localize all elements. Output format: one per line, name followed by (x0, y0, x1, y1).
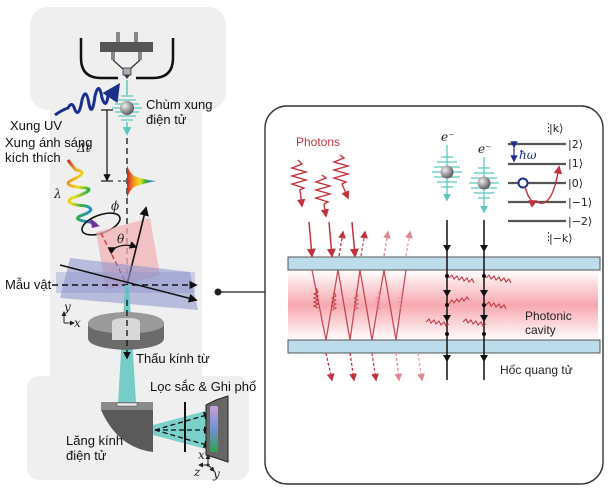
ket-2: |2⟩ (568, 138, 583, 151)
ellipsis-bottom: ⋮ (543, 230, 554, 243)
electron2-label: e⁻ (478, 142, 491, 156)
electron-trajectories (443, 220, 488, 380)
ket-minus-2: |−2⟩ (568, 215, 592, 228)
photons-label: Photons (296, 135, 340, 149)
prism-label-2: điện tử (66, 448, 107, 463)
zoom-connector (214, 288, 265, 296)
photon-wavepackets (289, 154, 351, 218)
hbar-omega-label: ħω (519, 148, 537, 162)
excitation-label-1: Xung ánh sáng (5, 135, 92, 150)
ket-1: |1⟩ (568, 157, 583, 170)
magnetic-lens-icon (88, 312, 164, 350)
ket-k: |k⟩ (549, 122, 563, 135)
right-panel: Photons e⁻ e⁻ ⋮ ⋮ (264, 105, 604, 485)
electron-pulse-label-2: điện tử (146, 112, 187, 127)
det-axis-x-label: x (198, 448, 205, 462)
ket-minus-1: |−1⟩ (568, 196, 592, 209)
theta-label: θ (117, 232, 125, 246)
incident-photon-arrows (306, 221, 359, 258)
cavity-photon-bounces (311, 269, 407, 341)
sample-label: Mẫu vật (5, 277, 52, 292)
excitation-pulse-icon (66, 159, 97, 226)
cavity-label-2: cavity (525, 323, 556, 337)
energy-ladder: ⋮ ⋮ (508, 121, 566, 243)
sample-plane-back (60, 258, 198, 310)
electron-wavepacket-2-icon (469, 157, 499, 214)
excitation-arrowhead (90, 218, 100, 228)
uv-pulse-label: Xung UV (10, 118, 62, 133)
top-mirror (287, 256, 601, 271)
ket-minus-k: |−k⟩ (549, 232, 573, 245)
ellipsis-top: ⋮ (543, 121, 554, 134)
transition-down-arrow (524, 186, 538, 208)
electron-prism-icon (101, 402, 153, 452)
electron-wavepacket-icon (112, 95, 142, 136)
detector-axes-icon (198, 454, 215, 472)
transition-up-arrow (536, 165, 563, 204)
sample-tilt-axis (59, 264, 198, 303)
det-axis-z-label: z (193, 465, 201, 479)
axis-x-label: x (74, 316, 81, 330)
electron-pulse-label-1: Chùm xung (146, 97, 212, 112)
transmitted-photon-arrows (325, 352, 425, 382)
electron-gun-icon (79, 32, 175, 80)
uv-pulse-icon (54, 83, 120, 117)
ket-0: |0⟩ (568, 177, 583, 190)
optical-spectrum-icon (127, 165, 156, 198)
emitted-photons (425, 274, 512, 327)
left-panel: Xung UV Chùm xung điện tử Δt Xung ánh sá… (5, 7, 256, 481)
polarization-axis (97, 213, 109, 226)
lambda-label: λ (53, 187, 62, 201)
xy-axes-icon (61, 311, 75, 326)
magnetic-lens-label: Thấu kính từ (136, 351, 210, 366)
prism-label-1: Lăng kính (66, 433, 123, 448)
bottom-mirror (287, 339, 601, 354)
reflected-photon-arrows (338, 230, 413, 257)
gun-chamber-bg (30, 7, 226, 110)
theta-arc (107, 241, 138, 255)
detector-icon (205, 395, 229, 463)
electron-state-marker (517, 177, 529, 189)
det-axis-y-label: y (212, 467, 220, 481)
electron1-label: e⁻ (441, 130, 454, 144)
phi-label: ϕ (111, 199, 119, 213)
electron-wavepacket-1-icon (432, 145, 462, 202)
delta-t-label: Δt (76, 141, 91, 155)
excitation-label-2: kích thích (5, 150, 61, 165)
cavity-label-1: Photonic (525, 309, 572, 323)
filter-spectrum-label: Lọc sắc & Ghi phổ (150, 379, 256, 394)
cavity-vi-label: Hốc quang tử (500, 363, 573, 377)
dispersion-arrows (154, 411, 212, 449)
axis-y-label: y (63, 300, 71, 314)
